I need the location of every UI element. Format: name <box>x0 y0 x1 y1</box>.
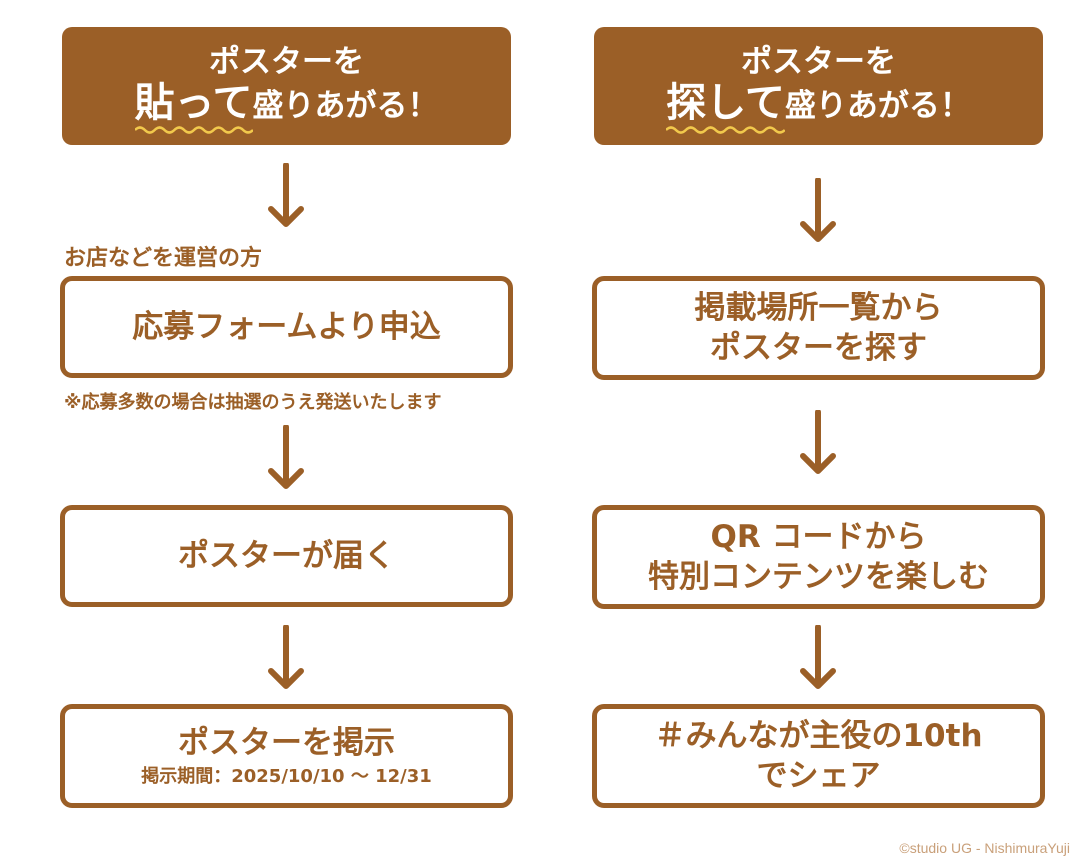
down-arrow-icon <box>800 410 836 474</box>
left-header-emphasis: 貼って <box>134 81 253 134</box>
left-step-receive-text: ポスターが届く <box>178 538 395 574</box>
left-note: ※応募多数の場合は抽選のうえ発送いたします <box>64 392 442 413</box>
left-step-receive: ポスターが届く <box>60 505 513 607</box>
left-step-apply: 応募フォームより申込 <box>60 276 513 378</box>
right-step-qr: QR コードから 特別コンテンツを楽しむ <box>592 505 1045 609</box>
right-step-find: 掲載場所一覧から ポスターを探す <box>592 276 1045 380</box>
left-header: ポスターを 貼って 盛りあがる！ <box>62 27 511 145</box>
down-arrow-icon <box>268 163 304 227</box>
copyright-credit: ©studio UG - NishimuraYuji <box>899 840 1070 856</box>
left-audience-label: お店などを運営の方 <box>64 246 263 271</box>
down-arrow-icon <box>268 425 304 489</box>
right-header-rest: 盛りあがる！ <box>784 88 971 124</box>
down-arrow-icon <box>800 178 836 242</box>
right-step-qr-line1: QR コードから <box>710 519 927 555</box>
left-display-period: 掲示期間：2025/10/10 〜 12/31 <box>141 766 432 787</box>
wavy-underline <box>134 126 253 134</box>
right-header-emphasis: 探して <box>666 81 785 134</box>
left-step-apply-text: 応募フォームより申込 <box>132 309 441 345</box>
right-step-qr-line2: 特別コンテンツを楽しむ <box>648 559 989 595</box>
right-step-share-line2: でシェア <box>756 758 881 794</box>
left-step-display: ポスターを掲示 掲示期間：2025/10/10 〜 12/31 <box>60 704 513 808</box>
wavy-underline <box>666 126 785 134</box>
right-step-share-line1: ＃みんなが主役の10th <box>654 718 983 754</box>
down-arrow-icon <box>268 625 304 689</box>
down-arrow-icon <box>800 625 836 689</box>
right-header: ポスターを 探して 盛りあがる！ <box>594 27 1043 145</box>
right-step-find-line2: ポスターを探す <box>710 330 927 366</box>
right-step-find-line1: 掲載場所一覧から <box>694 290 943 326</box>
right-step-share: ＃みんなが主役の10th でシェア <box>592 704 1045 808</box>
left-header-line1: ポスターを <box>209 44 364 80</box>
right-header-line1: ポスターを <box>741 44 896 80</box>
left-step-display-text: ポスターを掲示 <box>178 725 395 761</box>
left-header-rest: 盛りあがる！ <box>252 88 439 124</box>
